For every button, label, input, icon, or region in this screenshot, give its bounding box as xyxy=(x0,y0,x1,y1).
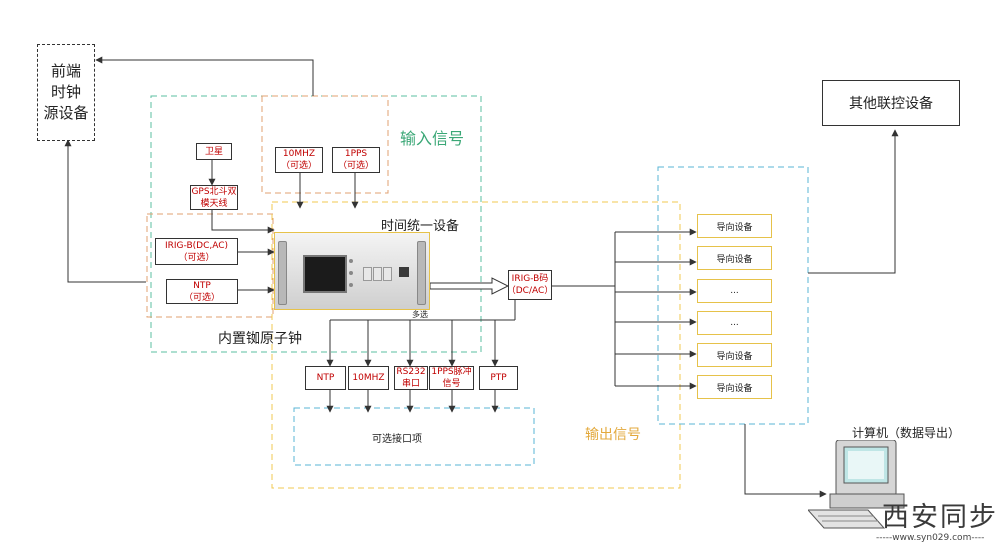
guide-device-label: 导向设备 xyxy=(716,222,753,233)
input-irigb-label: IRIG-B(DC,AC) （可选） xyxy=(164,240,229,263)
device-led-icon xyxy=(349,271,353,275)
external-input-region xyxy=(146,213,274,318)
output-10mhz-label: 10MHZ xyxy=(352,373,385,383)
device-button-icon xyxy=(383,267,392,281)
output-ntp-box: NTP xyxy=(305,366,346,390)
output-ntp-label: NTP xyxy=(316,373,335,383)
output-1pps-label: 1PPS脉冲 信号 xyxy=(431,367,472,389)
guide-devices-region xyxy=(657,166,809,425)
other-control-device-label: 其他联控设备 xyxy=(849,96,933,112)
guide-device-label: ... xyxy=(730,286,739,296)
device-display-icon xyxy=(303,255,347,293)
front-clock-source-box: 前端 时钟 源设备 xyxy=(37,44,95,141)
input-signal-title: 输入信号 xyxy=(400,129,465,148)
computer-label: 计算机（数据导出） xyxy=(852,426,961,440)
guide-device-label: 导向设备 xyxy=(716,351,753,362)
time-unification-device xyxy=(274,232,430,310)
input-ntp-label: NTP （可选） xyxy=(183,280,220,303)
device-button-icon xyxy=(363,267,372,281)
device-led-icon xyxy=(349,283,353,287)
device-left-handle xyxy=(278,241,287,305)
output-1pps-box: 1PPS脉冲 信号 xyxy=(429,366,474,390)
device-power-icon xyxy=(399,267,409,277)
output-signal-title: 输出信号 xyxy=(585,427,641,443)
input-10mhz-box: 10MHZ （可选） xyxy=(275,147,323,173)
guide-device-label: ... xyxy=(730,318,739,328)
satellite-box: 卫星 xyxy=(196,143,232,160)
sync-input-region xyxy=(261,95,389,194)
gnss-antenna-label: GPS北斗双 模天线 xyxy=(191,186,237,209)
multi-select-label: 多选 xyxy=(412,310,428,319)
guide-device-box: 导向设备 xyxy=(697,343,772,367)
front-clock-label: 前端 时钟 源设备 xyxy=(43,62,89,122)
input-irigb-box: IRIG-B(DC,AC) （可选） xyxy=(155,238,238,265)
other-control-device-box: 其他联控设备 xyxy=(822,80,960,126)
output-rs232-box: RS232 串口 xyxy=(394,366,428,390)
output-ptp-box: PTP xyxy=(479,366,518,390)
output-10mhz-box: 10MHZ xyxy=(348,366,389,390)
device-right-handle xyxy=(417,241,426,305)
input-1pps-box: 1PPS （可选） xyxy=(332,147,380,173)
satellite-label: 卫星 xyxy=(204,146,223,157)
guide-device-box: 导向设备 xyxy=(697,246,772,270)
hollow-arrow xyxy=(429,277,510,295)
guide-device-box: ... xyxy=(697,279,772,303)
output-irigb-label: IRIG-B码 （DC/AC） xyxy=(506,274,554,296)
optional-ports-region xyxy=(293,407,535,466)
watermark-url: -----www.syn029.com---- xyxy=(876,533,985,543)
guide-device-label: 导向设备 xyxy=(716,254,753,265)
watermark-brand: 西安同步 xyxy=(882,502,998,533)
time-unification-device-title: 时间统一设备 xyxy=(381,219,460,234)
guide-device-box: ... xyxy=(697,311,772,335)
optional-ports-label: 可选接口项 xyxy=(372,434,422,445)
guide-device-box: 导向设备 xyxy=(697,214,772,238)
output-ptp-label: PTP xyxy=(490,373,507,383)
computer-icon xyxy=(808,440,905,529)
device-led-icon xyxy=(349,259,353,263)
output-rs232-label: RS232 串口 xyxy=(396,367,426,389)
device-button-icon xyxy=(373,267,382,281)
guide-device-box: 导向设备 xyxy=(697,375,772,399)
input-10mhz-label: 10MHZ （可选） xyxy=(280,149,317,171)
gnss-antenna-box: GPS北斗双 模天线 xyxy=(190,185,238,210)
builtin-rubidium-clock-label: 内置铷原子钟 xyxy=(218,331,302,347)
guide-device-label: 导向设备 xyxy=(716,383,753,394)
output-signal-region xyxy=(271,201,681,489)
input-1pps-label: 1PPS （可选） xyxy=(337,149,374,171)
output-irigb-box: IRIG-B码 （DC/AC） xyxy=(506,270,554,300)
input-ntp-box: NTP （可选） xyxy=(166,279,238,304)
